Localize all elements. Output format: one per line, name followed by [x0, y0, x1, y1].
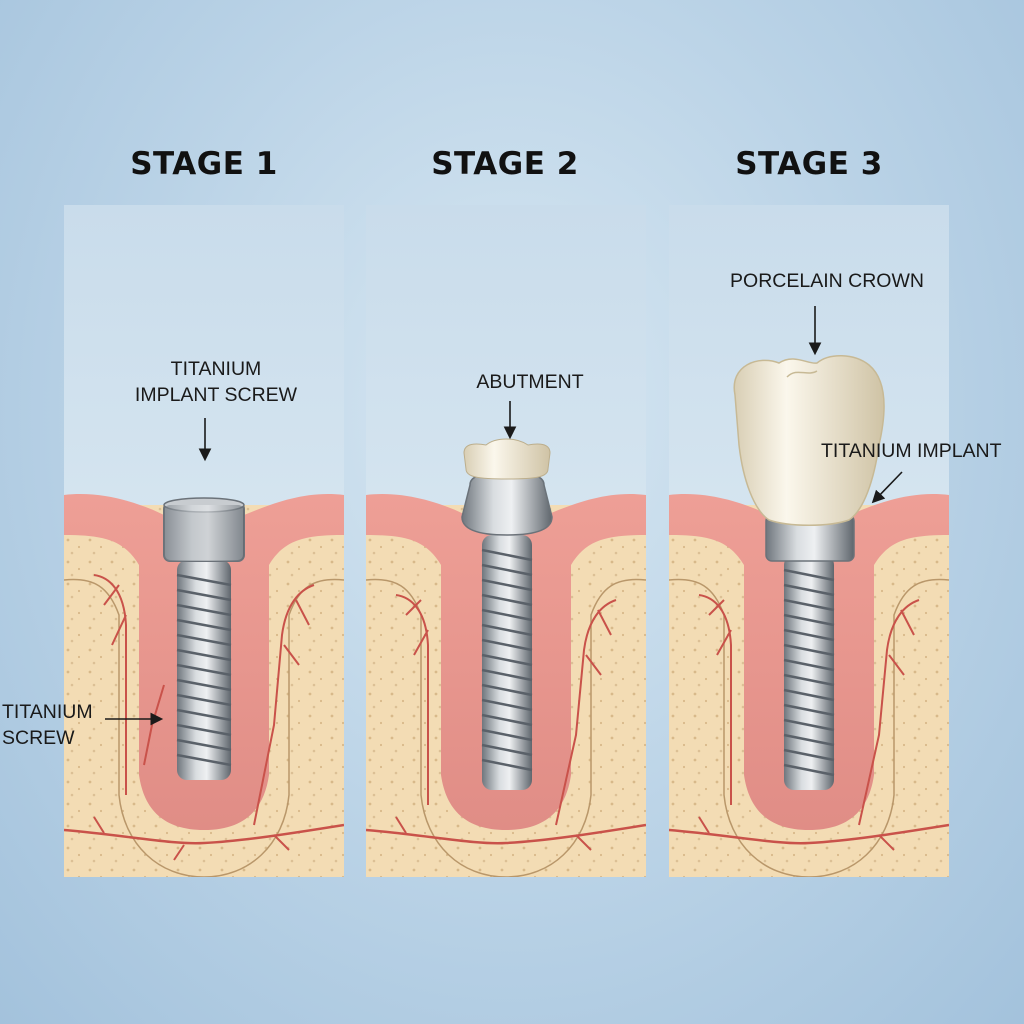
stage-3-top-label: PORCELAIN CROWN	[730, 270, 924, 292]
stage-2-title: STAGE 2	[431, 146, 579, 182]
stage-1-panel	[64, 205, 344, 877]
stage-1-top-label: TITANIUM IMPLANT SCREW	[116, 356, 316, 408]
stage-1-side-label-line1: TITANIUM	[2, 701, 93, 723]
stage-2-illustration	[366, 438, 646, 877]
stage-1-side-label: TITANIUM SCREW	[2, 699, 93, 751]
stage-3-title: STAGE 3	[735, 146, 883, 182]
stage-1-top-label-line1: TITANIUM	[170, 358, 262, 380]
stage-2-panel	[366, 205, 646, 877]
stage-1-side-label-line2: SCREW	[2, 727, 75, 749]
stage-3-side-label: TITANIUM IMPLANT	[821, 440, 1002, 462]
stage-3-illustration	[669, 355, 949, 877]
stage-2-top-label: ABUTMENT	[476, 371, 584, 393]
stage-3-panel	[669, 205, 949, 877]
stage-1-title: STAGE 1	[130, 146, 278, 182]
stage-1-illustration	[64, 494, 344, 877]
stage-1-top-label-line2: IMPLANT SCREW	[134, 384, 298, 406]
